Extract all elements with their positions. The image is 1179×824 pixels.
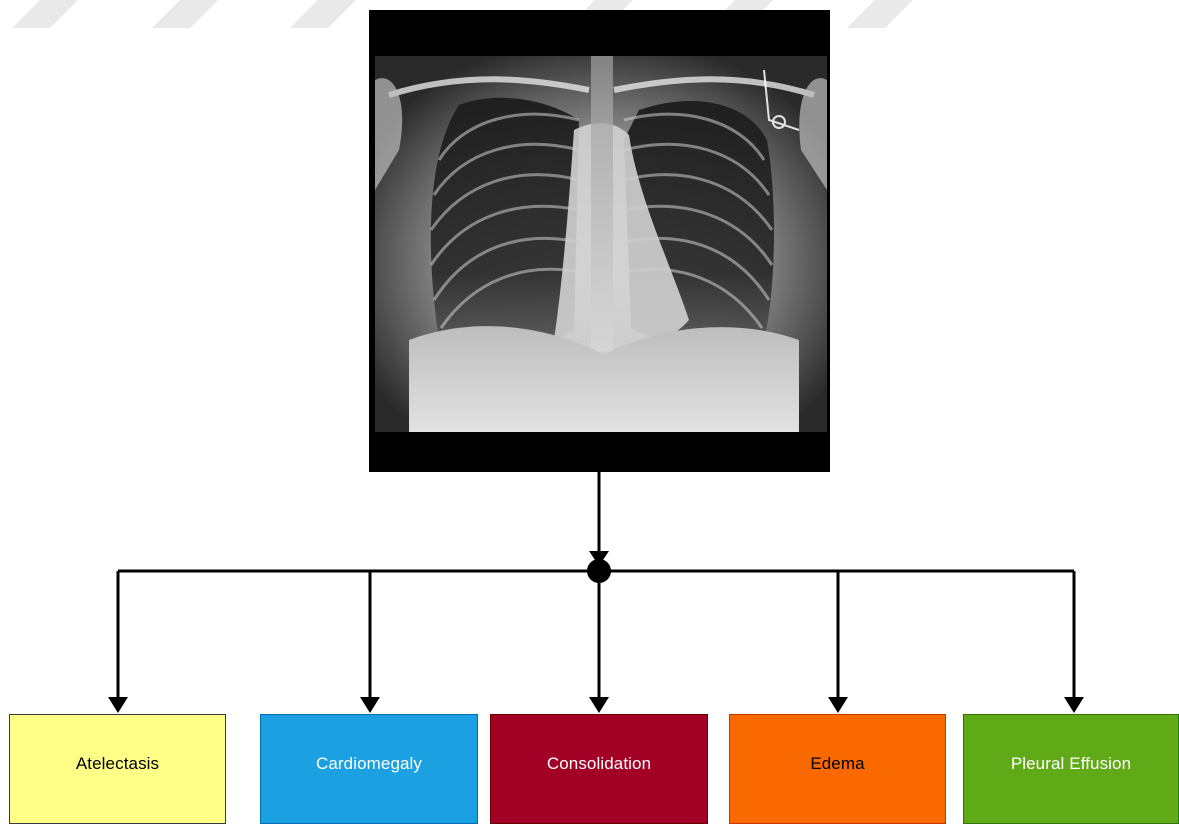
arrowhead-down-icon — [589, 697, 609, 713]
label-box-pleural-effusion: Pleural Effusion — [963, 714, 1179, 824]
arrowhead-down-icon — [360, 697, 380, 713]
arrowhead-down-icon — [828, 697, 848, 713]
label-text: Consolidation — [547, 754, 651, 774]
label-text: Atelectasis — [76, 754, 159, 774]
label-box-atelectasis: Atelectasis — [9, 714, 226, 824]
arrowhead-down-icon — [108, 697, 128, 713]
label-box-cardiomegaly: Cardiomegaly — [260, 714, 478, 824]
label-text: Edema — [810, 754, 864, 774]
label-text: Cardiomegaly — [316, 754, 422, 774]
arrowhead-down-icon — [1064, 697, 1084, 713]
junction-dot-icon — [587, 559, 611, 583]
label-box-edema: Edema — [729, 714, 946, 824]
label-text: Pleural Effusion — [1011, 754, 1131, 774]
label-box-consolidation: Consolidation — [490, 714, 708, 824]
